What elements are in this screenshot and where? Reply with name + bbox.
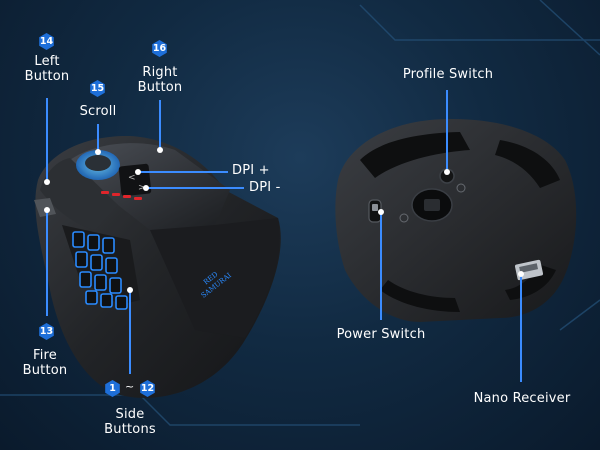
callout-number-fire-button: 13 (39, 323, 54, 340)
callout-number-side-end: 12 (140, 380, 155, 397)
label-fire-button-line2: Button (22, 363, 68, 378)
label-left-button-line2: Button (24, 69, 70, 84)
label-right-button: Right Button (130, 65, 190, 95)
label-left-button: Left Button (17, 54, 77, 84)
label-side-buttons-line1: Side (115, 407, 145, 422)
side-button-grid (72, 231, 128, 310)
background-tech-lines (0, 0, 600, 426)
callout-number-right-button: 16 (152, 40, 167, 57)
callout-lines (46, 90, 522, 382)
label-fire-button: Fire Button (15, 348, 75, 378)
callout-number-side-start: 1 (105, 380, 120, 397)
label-profile-switch: Profile Switch (402, 67, 494, 82)
label-fire-button-line1: Fire (32, 348, 57, 363)
callout-number-scroll: 15 (90, 80, 105, 97)
label-nano-receiver: Nano Receiver (473, 391, 571, 406)
label-dpi-plus: DPI + (232, 163, 270, 178)
mouse-top-view: < > (34, 135, 281, 398)
svg-text:<: < (128, 173, 136, 183)
svg-text:>: > (138, 183, 146, 193)
label-left-button-line1: Left (34, 54, 60, 69)
label-right-button-line1: Right (142, 65, 178, 80)
label-side-buttons: Side Buttons (99, 407, 161, 437)
callout-dots (44, 147, 524, 293)
label-side-buttons-line2: Buttons (104, 422, 156, 437)
dpi-led-indicators (101, 191, 142, 200)
label-scroll: Scroll (79, 104, 117, 119)
label-dpi-minus: DPI - (249, 180, 281, 195)
label-right-button-line2: Button (137, 80, 183, 95)
callout-range-separator: ~ (125, 380, 135, 393)
mouse-bottom-view (335, 119, 577, 323)
callout-number-left-button: 14 (39, 33, 54, 50)
label-power-switch: Power Switch (336, 327, 426, 342)
